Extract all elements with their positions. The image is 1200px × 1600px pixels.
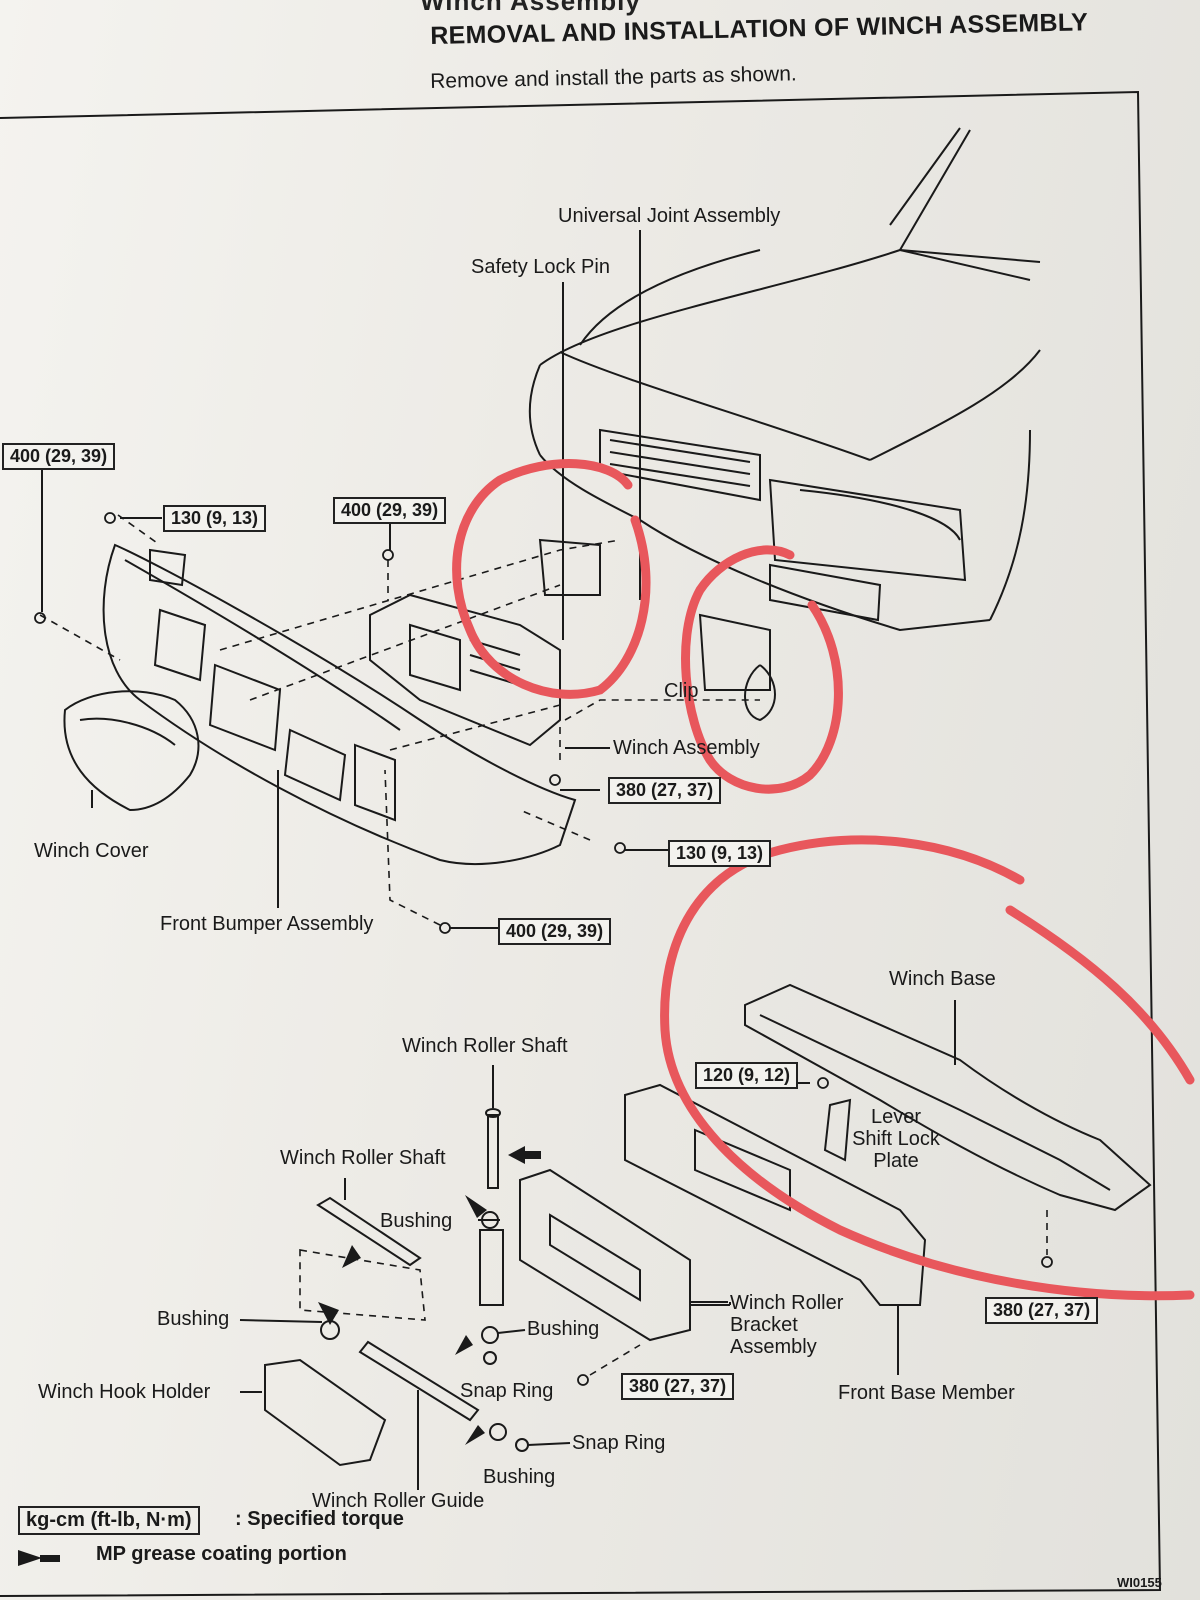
label-bushing-2: Bushing: [157, 1308, 230, 1330]
label-hook-holder: Winch Hook Holder: [38, 1381, 211, 1403]
label-roller-bracket: Winch Roller Bracket Assembly: [730, 1292, 843, 1358]
label-bracket-line-3: Assembly: [730, 1336, 817, 1358]
torque-box: 130 (9, 13): [668, 840, 772, 867]
diagram-frame: [0, 90, 1162, 1597]
torque-box: 380 (27, 37): [608, 777, 722, 804]
label-front-bumper: Front Bumper Assembly: [160, 913, 374, 935]
red-highlight-marks: [452, 459, 1195, 1301]
label-snap-ring-2: Snap Ring: [572, 1432, 666, 1454]
label-snap-ring-1: Snap Ring: [460, 1380, 554, 1402]
grease-legend-arrow-icon: [18, 1550, 42, 1566]
torque-box: 400 (29, 39): [2, 443, 116, 470]
label-winch-cover: Winch Cover: [34, 840, 149, 862]
torque-box: 400 (29, 39): [498, 918, 612, 945]
winch-cover-detail: [79, 717, 176, 746]
legend-unit-box: kg-cm (ft-lb, N·m): [18, 1506, 200, 1535]
highlight-circle-2: [681, 545, 843, 794]
winch-cover-drawing: [63, 690, 200, 812]
label-bushing-3: Bushing: [527, 1318, 600, 1340]
roller-shaft-left-drawing: [316, 1196, 422, 1267]
legend-unit-text: : Specified torque: [235, 1508, 404, 1530]
label-bushing-4: Bushing: [483, 1466, 556, 1488]
label-bracket-line-2: Bracket: [730, 1314, 798, 1336]
label-lever-shift-lock-plate: Lever Shift Lock Plate: [846, 1106, 946, 1172]
label-clip: Clip: [664, 680, 699, 702]
torque-box: 120 (9, 12): [695, 1062, 799, 1089]
spacer-drawing: [479, 1229, 504, 1306]
label-bushing-1: Bushing: [380, 1210, 453, 1232]
roller-bracket-drawing: [519, 1168, 730, 1342]
grease-arrow-icon: [342, 1245, 361, 1268]
torque-box: 130 (9, 13): [163, 505, 267, 532]
label-roller-shaft-top: Winch Roller Shaft: [402, 1035, 568, 1057]
label-bracket-line-1: Winch Roller: [730, 1292, 844, 1314]
label-lever-line-1: Lever: [870, 1106, 922, 1128]
label-universal-joint: Universal Joint Assembly: [558, 205, 781, 227]
legend-grease-text: MP grease coating portion: [96, 1543, 347, 1565]
label-roller-shaft-left: Winch Roller Shaft: [280, 1147, 446, 1169]
highlight-circle-3: [660, 835, 1195, 1301]
grease-arrow-icon: [455, 1335, 473, 1355]
label-lever-line-3: Plate: [873, 1150, 919, 1172]
hook-holder-drawing: [264, 1358, 387, 1467]
figure-code: WI0155: [1117, 1575, 1162, 1590]
lever-plate-drawing: [823, 1098, 852, 1162]
winch-base-drawing: [744, 983, 1152, 1212]
label-lever-line-2: Shift Lock: [852, 1128, 940, 1150]
front-bumper-drawing: [102, 543, 577, 865]
torque-box: 400 (29, 39): [333, 497, 447, 524]
label-roller-guide: Winch Roller Guide: [312, 1490, 485, 1512]
label-winch-assembly: Winch Assembly: [613, 737, 760, 759]
label-front-base-member: Front Base Member: [838, 1382, 1015, 1404]
torque-box: 380 (27, 37): [621, 1373, 735, 1400]
vehicle-front-drawing: [528, 127, 1041, 632]
roller-shaft-top-drawing: [487, 1114, 499, 1189]
grease-arrow-icon: [465, 1195, 487, 1218]
label-winch-base: Winch Base: [889, 968, 996, 990]
front-base-member-drawing: [624, 1083, 927, 1375]
grease-arrow-icon: [508, 1146, 525, 1164]
roller-guide-drawing: [358, 1340, 480, 1422]
grease-arrow-icon: [465, 1425, 485, 1445]
cut-off-heading: Winch Assembly: [420, 0, 641, 16]
torque-box: 380 (27, 37): [985, 1297, 1099, 1324]
grease-arrow-icon: [318, 1302, 339, 1325]
highlight-circle-1: [452, 459, 651, 699]
label-safety-lock-pin: Safety Lock Pin: [471, 256, 610, 278]
